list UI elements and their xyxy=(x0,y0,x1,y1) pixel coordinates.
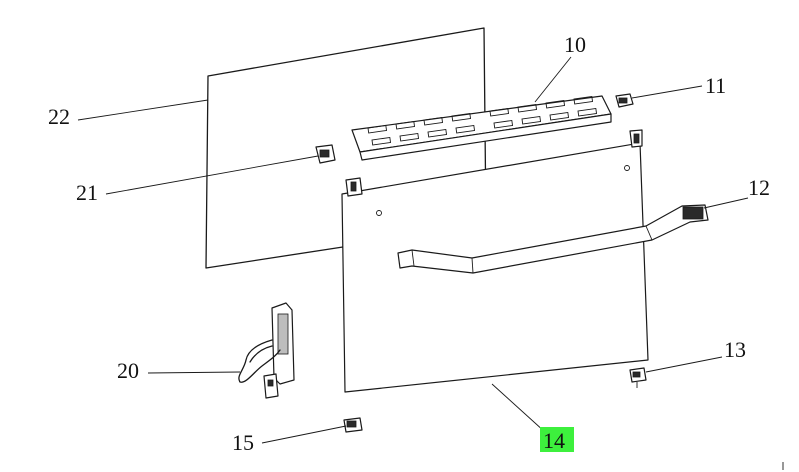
callout-15: 15 xyxy=(232,430,254,455)
part-13-clip xyxy=(629,367,647,388)
callout-20: 20 xyxy=(117,358,139,383)
leader-lines xyxy=(77,56,749,444)
part-10-vent-strip xyxy=(351,95,612,161)
callout-14: 14 xyxy=(543,428,565,453)
part-12-handle xyxy=(397,204,709,274)
callout-12: 12 xyxy=(748,175,770,200)
callout-13: 13 xyxy=(724,337,746,362)
callout-10: 10 xyxy=(564,32,586,57)
callout-11: 11 xyxy=(705,73,726,98)
part-15-clip xyxy=(343,417,363,433)
callout-22: 22 xyxy=(48,104,70,129)
part-20-hinge xyxy=(238,302,295,399)
part-21-clip xyxy=(315,144,336,164)
part-11-clip xyxy=(615,93,634,108)
callout-21: 21 xyxy=(76,180,98,205)
callout-14-highlight xyxy=(540,427,574,452)
